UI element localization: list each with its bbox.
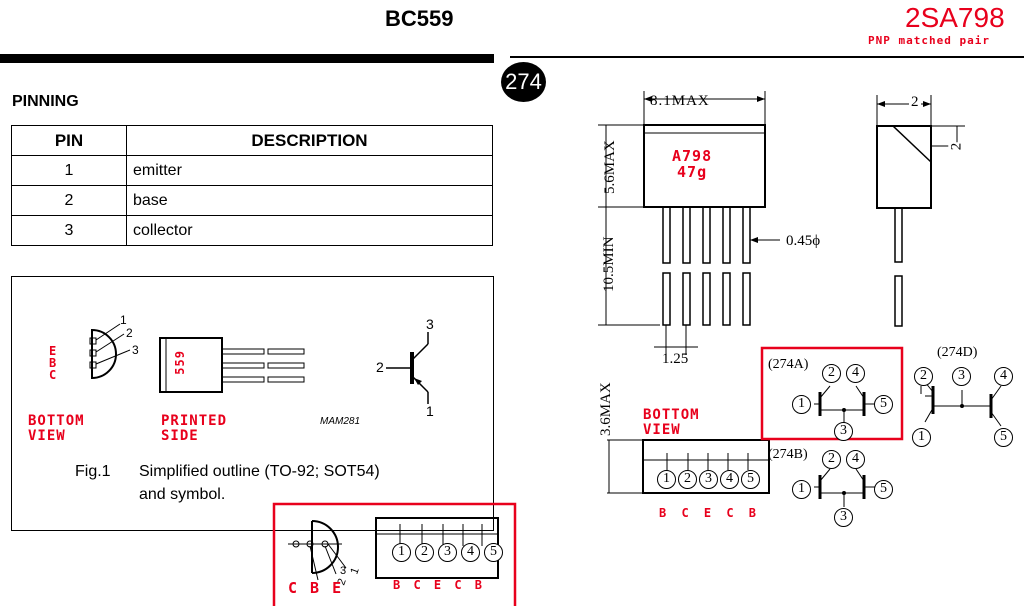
pin-number: 5 — [484, 543, 503, 562]
pinning-table: PIN DESCRIPTION 1 emitter 2 base 3 colle… — [11, 125, 493, 246]
package-bottom-view — [607, 439, 770, 494]
pin-number: 3 — [952, 367, 971, 386]
pin-number: 2 — [415, 543, 434, 562]
table-row: 2 base — [11, 185, 493, 216]
pin-number: 4 — [461, 543, 480, 562]
variant-274a-box — [760, 346, 904, 441]
pin-number: 1 — [792, 480, 811, 499]
header-rule-left — [0, 54, 494, 63]
to92-bottom-view-drawing: 1 2 3 — [89, 313, 139, 380]
pin-number: 3 — [699, 470, 718, 489]
mam-code: MAM281 — [320, 416, 361, 427]
printed-side-drawing — [159, 337, 305, 393]
part-title-bc559: BC559 — [385, 6, 454, 31]
table-header-row: PIN DESCRIPTION — [11, 125, 493, 156]
pin-number: 1 — [392, 543, 411, 562]
figure-caption: Fig.1 Simplified outline (TO-92; SOT54) a… — [75, 460, 380, 506]
symbol-pin-1: 1 — [426, 403, 434, 419]
marking-line1: A798 — [672, 147, 713, 165]
lead-number: 2 — [126, 326, 133, 340]
part-title-2sa798: 2SA798 — [905, 2, 1005, 33]
marking-line2: 47g — [677, 163, 708, 181]
printed-side-line2: SIDE — [161, 428, 199, 444]
bottom-view-line1: BOTTOM — [28, 413, 85, 429]
ebc-letter-b: B — [49, 356, 58, 370]
pin-number: 5 — [741, 470, 760, 489]
caption-line2: and symbol. — [139, 486, 226, 503]
pin-number: 1 — [792, 395, 811, 414]
bottom-view-line2: VIEW — [28, 428, 66, 444]
bottom-view-label: BOTTOM VIEW — [28, 414, 85, 444]
pin-number: 3 — [438, 543, 457, 562]
lead-number: 1 — [120, 313, 127, 327]
pin-number: 4 — [846, 364, 865, 383]
pnp-transistor-symbol: 3 2 1 — [376, 316, 434, 419]
printed-side-marking: 559 — [173, 350, 187, 375]
ebc-letter-e: E — [49, 344, 58, 358]
overlay-bceb-letters: B C E C B — [393, 578, 484, 592]
caption-line1: Simplified outline (TO-92; SOT54) — [139, 463, 380, 480]
description-cell: base — [126, 185, 493, 216]
pin-number: 3 — [834, 508, 853, 527]
symbol-pin-3: 3 — [426, 316, 434, 332]
lead-number: 3 — [132, 343, 139, 357]
pinning-heading: PINNING — [12, 93, 79, 110]
table-row: 3 collector — [11, 215, 493, 246]
overlay-pin-numbers: 1 2 3 4 5 — [392, 543, 503, 562]
ebc-letter-c: C — [49, 368, 58, 382]
variant-274d-label: (274D) — [937, 345, 978, 360]
part-subtitle: PNP matched pair — [868, 34, 990, 47]
header-rule-right — [510, 56, 1024, 58]
variant-274a-label: (274A) — [768, 357, 809, 372]
height-dimension: 5.6MAX — [602, 140, 618, 194]
variant-274b-symbol — [814, 468, 876, 507]
pin-number: 4 — [720, 470, 739, 489]
package-front-view — [598, 91, 780, 355]
pin-number: 5 — [874, 480, 893, 499]
pin-number: 2 — [822, 450, 841, 469]
bottom-view-line1: BOTTOM — [643, 407, 700, 423]
bottom-height-dimension: 3.6MAX — [598, 382, 614, 436]
col-description-header: DESCRIPTION — [126, 125, 493, 156]
caption-label: Fig.1 — [75, 463, 111, 480]
lead-pitch: 1.25 — [662, 351, 689, 367]
package-bottom-pin-numbers: 1 2 3 4 5 — [657, 470, 760, 489]
lead-length-dimension: 10.5MIN — [601, 236, 617, 292]
description-cell: collector — [126, 215, 493, 246]
bottom-view-line2: VIEW — [643, 422, 681, 438]
package-bottom-letters: B C E C B — [659, 506, 758, 520]
pin-number: 1 — [912, 428, 931, 447]
pin-cell: 3 — [11, 215, 127, 246]
figure-box — [11, 276, 494, 531]
pin-number: 2 — [678, 470, 697, 489]
side-width-dimension: 2 — [909, 94, 921, 111]
package-marking: A798 47g — [672, 148, 712, 180]
package-badge: 274 — [501, 62, 546, 102]
pin-number: 2 — [822, 364, 841, 383]
pin-number: 4 — [994, 367, 1013, 386]
package-bottom-view-label: BOTTOM VIEW — [643, 408, 700, 438]
printed-side-label: PRINTED SIDE — [161, 414, 227, 444]
symbol-pin-2: 2 — [376, 359, 384, 375]
overlay-lead-tag: 3 — [340, 565, 347, 577]
pin-number: 5 — [874, 395, 893, 414]
ebc-letters: E B C — [49, 345, 61, 381]
side-height-dimension: 2 — [948, 142, 966, 151]
lead-diameter: 0.45ϕ — [786, 233, 821, 249]
table-row: 1 emitter — [11, 155, 493, 186]
printed-side-line1: PRINTED — [161, 413, 228, 429]
pin-cell: 1 — [11, 155, 127, 186]
variant-274b-label: (274B) — [768, 447, 808, 462]
width-dimension: 8.1MAX — [650, 93, 710, 109]
pin-cell: 2 — [11, 185, 127, 216]
pin-number: 1 — [657, 470, 676, 489]
col-pin-header: PIN — [11, 125, 127, 156]
pin-number: 2 — [914, 367, 933, 386]
pin-number: 4 — [846, 450, 865, 469]
description-cell: emitter — [126, 155, 493, 186]
pin-number: 5 — [994, 428, 1013, 447]
package-side-view — [876, 95, 965, 327]
pin-number: 3 — [834, 422, 853, 441]
overlay-cbe-letters: C B E — [288, 579, 343, 597]
